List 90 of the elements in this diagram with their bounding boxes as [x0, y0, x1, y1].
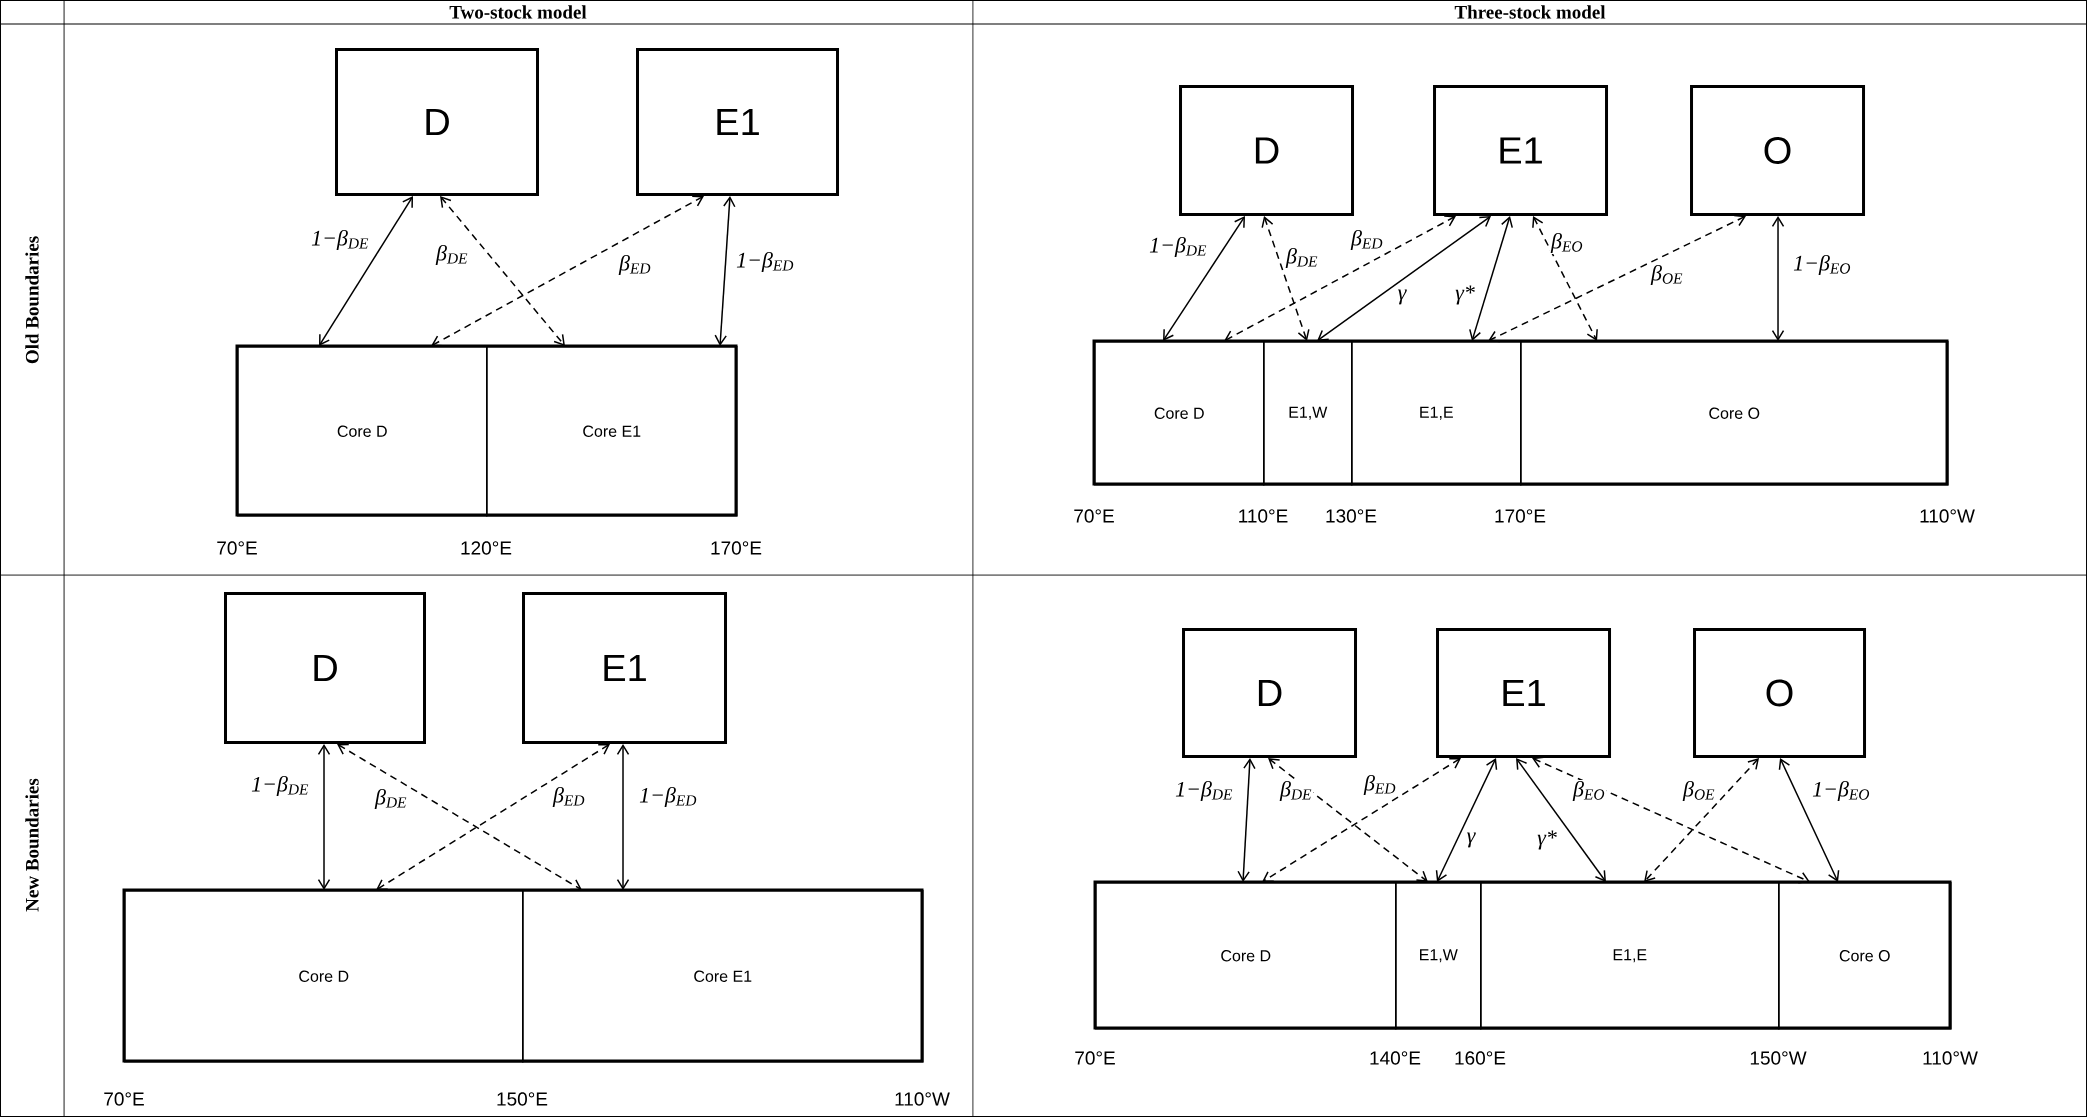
edge-label: 1−β$_{ED}$	[639, 786, 697, 808]
region-cell: Core O	[1520, 341, 1949, 486]
region-cell: E1,W	[1395, 882, 1482, 1030]
longitude-label: 150°E	[497, 1092, 548, 1106]
arrow	[1778, 758, 1840, 882]
stock-box: D	[1182, 628, 1357, 758]
row-header: Old Boundaries	[25, 236, 39, 364]
region-cell: Core E1	[486, 346, 738, 517]
longitude-label: 170°E	[1495, 509, 1546, 523]
edge-label: 1−β$_{ED}$	[736, 251, 794, 273]
stock-box: E1	[522, 592, 727, 744]
column-header: Two-stock model	[449, 5, 587, 19]
column-header: Three-stock model	[1454, 5, 1606, 19]
longitude-label: 70°E	[1075, 1051, 1115, 1065]
edge-label: β$_{OE}$	[1682, 780, 1715, 802]
arrow	[714, 196, 736, 346]
arrow	[1268, 758, 1428, 882]
longitude-label: 70°E	[104, 1092, 144, 1106]
edge-label: γ	[1467, 832, 1476, 848]
arrow	[440, 196, 565, 346]
edge-label: β$_{ED}$	[618, 254, 651, 276]
region-cell: Core E1	[522, 890, 924, 1063]
arrow	[1262, 758, 1462, 882]
arrow	[1488, 214, 1747, 343]
node-label: Core D	[1154, 407, 1204, 419]
arrow	[337, 743, 582, 891]
arrow	[376, 744, 610, 890]
node-label: Core D	[299, 970, 349, 982]
stock-box: E1	[1433, 85, 1608, 216]
node-label: Core D	[337, 425, 387, 437]
stock-box: E1	[1436, 628, 1611, 758]
edge-label: β$_{ED}$	[1363, 774, 1396, 796]
longitude-label: 70°E	[217, 541, 257, 555]
arrow	[1532, 216, 1598, 341]
arrow	[1317, 216, 1491, 341]
edge-label: 1−β$_{DE}$	[1149, 236, 1207, 258]
arrow	[319, 196, 413, 346]
stock-box: E1	[636, 48, 839, 196]
region-cell: E1,W	[1263, 341, 1353, 486]
stock-box: D	[224, 592, 426, 744]
longitude-label: 110°E	[1239, 509, 1288, 523]
longitude-label: 170°E	[711, 541, 762, 555]
arrow	[1163, 216, 1245, 341]
region-cell: E1,E	[1351, 341, 1522, 486]
arrow	[1224, 215, 1456, 342]
edge-label: β$_{ED}$	[552, 786, 585, 808]
edge-label: γ*	[1537, 830, 1557, 850]
arrow	[1435, 758, 1498, 882]
arrow	[1644, 758, 1759, 882]
arrow	[1261, 216, 1310, 341]
arrow	[1237, 758, 1256, 882]
stock-box: D	[335, 48, 539, 196]
arrow	[431, 195, 704, 347]
longitude-label: 110°W	[1923, 1051, 1978, 1065]
edge-label: 1−β$_{DE}$	[1175, 780, 1233, 802]
edge-label: 1−β$_{DE}$	[311, 229, 369, 251]
longitude-label: 140°E	[1370, 1051, 1421, 1065]
arrow	[1469, 216, 1513, 341]
edge-label: 1−β$_{EO}$	[1793, 254, 1851, 276]
arrow	[616, 744, 630, 890]
region-cell: E1,E	[1480, 882, 1780, 1030]
edge-label: 1−β$_{EO}$	[1812, 780, 1870, 802]
longitude-label: 70°E	[1074, 509, 1114, 523]
edge-label: β$_{OE}$	[1650, 264, 1683, 286]
stock-box: O	[1690, 85, 1865, 216]
edge-label: β$_{DE}$	[435, 244, 468, 266]
longitude-label: 150°W	[1750, 1051, 1807, 1065]
arrow	[1532, 756, 1811, 884]
edge-label: 1−β$_{DE}$	[251, 775, 309, 797]
region-cell: Core D	[1095, 882, 1397, 1030]
edge-label: β$_{EO}$	[1572, 780, 1605, 802]
region-cell: Core O	[1778, 882, 1952, 1030]
arrow	[1516, 758, 1607, 882]
arrow	[1771, 216, 1785, 341]
edge-label: β$_{ED}$	[1350, 229, 1383, 251]
edge-label: β$_{DE}$	[1285, 247, 1318, 269]
longitude-label: 160°E	[1455, 1051, 1506, 1065]
longitude-label: 110°W	[895, 1092, 950, 1106]
edge-label: β$_{DE}$	[374, 788, 407, 810]
edge-label: β$_{EO}$	[1550, 232, 1583, 254]
edge-label: γ*	[1455, 285, 1475, 305]
stock-box: D	[1179, 85, 1354, 216]
edge-label: β$_{DE}$	[1279, 780, 1312, 802]
row-header: New Boundaries	[25, 778, 39, 912]
longitude-label: 110°W	[1920, 509, 1975, 523]
longitude-label: 130°E	[1326, 509, 1377, 523]
longitude-label: 120°E	[461, 541, 512, 555]
edge-label: γ	[1398, 289, 1407, 305]
arrow	[317, 744, 331, 890]
stock-box: O	[1693, 628, 1866, 758]
